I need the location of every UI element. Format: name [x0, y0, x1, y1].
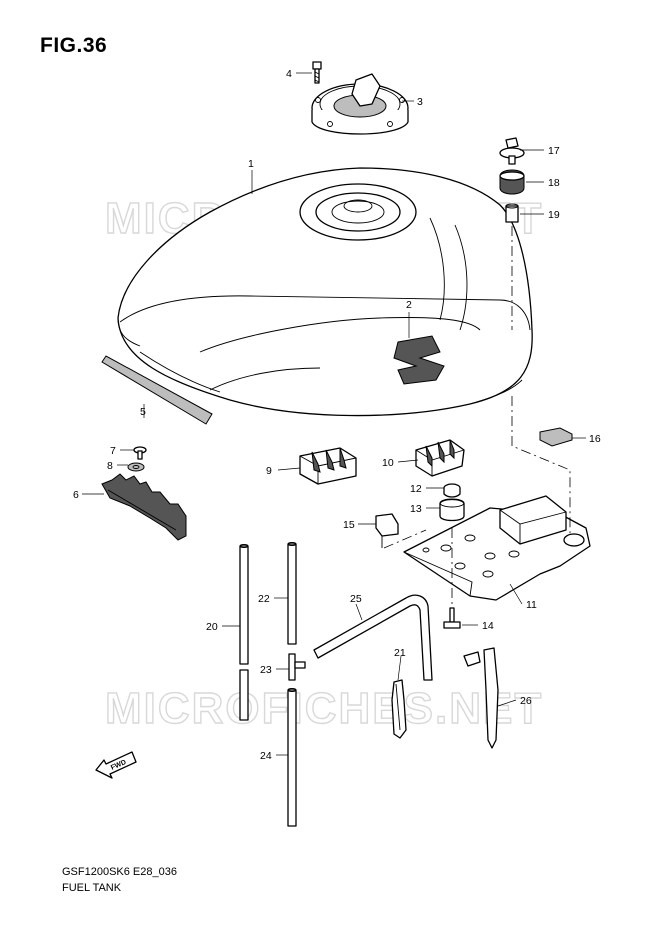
part-clamp[interactable] — [391, 679, 407, 739]
part-rubber-strip[interactable] — [101, 355, 213, 425]
callout-4: 4 — [286, 68, 292, 80]
part-pad[interactable] — [539, 427, 573, 447]
part-bolt[interactable] — [443, 607, 461, 629]
alignment-lines — [383, 226, 571, 606]
fwd-arrow-icon: FWD — [95, 751, 137, 779]
callout-18: 18 — [548, 177, 560, 189]
part-tray[interactable] — [403, 495, 591, 601]
figure-title: FIG.36 — [40, 34, 108, 57]
part-damper[interactable] — [499, 169, 525, 195]
callout-8: 8 — [107, 460, 113, 472]
callout-19: 19 — [548, 209, 560, 221]
section-name: FUEL TANK — [62, 882, 122, 894]
callout-5: 5 — [140, 406, 146, 418]
callout-11: 11 — [526, 599, 537, 611]
leader-lines — [82, 72, 586, 756]
part-clamp-tab[interactable] — [463, 647, 499, 749]
watermark-lower: MICROFICHES.NET — [105, 684, 543, 733]
callout-14: 14 — [482, 620, 494, 632]
callout-24: 24 — [260, 750, 272, 762]
callout-12: 12 — [410, 483, 422, 495]
callout-14-clip: 15 — [343, 519, 355, 531]
part-fuel-cap[interactable] — [311, 73, 409, 135]
part-cushion-b[interactable] — [415, 439, 465, 477]
callout-3: 3 — [417, 96, 423, 108]
callout-25: 25 — [350, 593, 362, 605]
part-cap-bolt[interactable] — [312, 61, 322, 84]
callout-26: 26 — [520, 695, 532, 707]
part-cap-nut[interactable] — [443, 483, 461, 498]
callout-21: 21 — [394, 647, 406, 659]
callout-6: 6 — [73, 489, 79, 501]
callout-10: 10 — [382, 457, 394, 469]
part-grommet[interactable] — [439, 498, 465, 522]
part-rear-bracket[interactable] — [101, 473, 187, 541]
part-washer[interactable] — [127, 462, 145, 472]
callout-22: 22 — [258, 593, 270, 605]
callout-7: 7 — [110, 445, 116, 457]
part-t-joint[interactable] — [288, 653, 306, 681]
callout-1: 1 — [248, 158, 254, 170]
callout-20: 20 — [206, 621, 218, 633]
part-cushion-a[interactable] — [299, 447, 357, 485]
part-bent-hose[interactable] — [313, 594, 433, 681]
part-hose-22[interactable] — [287, 542, 297, 645]
part-clip[interactable] — [375, 513, 399, 548]
callout-16: 16 — [589, 433, 601, 445]
callout-9: 9 — [266, 465, 272, 477]
callout-13: 13 — [410, 503, 422, 515]
callout-17: 17 — [548, 145, 560, 157]
part-hose-24[interactable] — [287, 688, 297, 827]
part-screw-small[interactable] — [133, 446, 147, 460]
callout-2: 2 — [406, 299, 412, 311]
callout-labels: 1 2 3 4 5 6 7 8 9 10 11 12 13 15 14 16 1… — [73, 68, 601, 762]
part-hose-20[interactable] — [239, 544, 249, 721]
part-collar[interactable] — [505, 203, 519, 223]
part-bolt-washer[interactable] — [499, 137, 525, 165]
model-code: GSF1200SK6 E28_036 — [62, 866, 177, 878]
part-emblem[interactable] — [393, 335, 445, 385]
callout-23: 23 — [260, 664, 272, 676]
